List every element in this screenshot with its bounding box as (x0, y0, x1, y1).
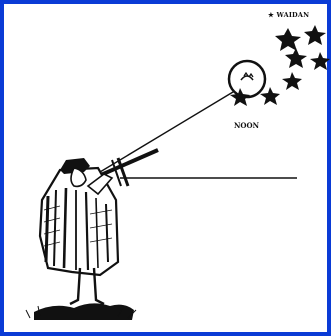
astronomer-figure (40, 158, 118, 304)
ground (34, 303, 134, 320)
star-4 (310, 52, 330, 70)
moon-face-mark (241, 76, 253, 80)
moon-label: NOON (234, 121, 260, 130)
star-cluster (230, 25, 330, 106)
stars-label: ★ WAIDAN (268, 11, 309, 19)
star-1 (275, 28, 301, 51)
star-5 (282, 72, 302, 90)
star-2 (304, 25, 326, 45)
sight-line-moon (90, 92, 233, 178)
moon (229, 61, 265, 97)
moon-circle (229, 61, 265, 97)
star-3 (285, 48, 307, 68)
